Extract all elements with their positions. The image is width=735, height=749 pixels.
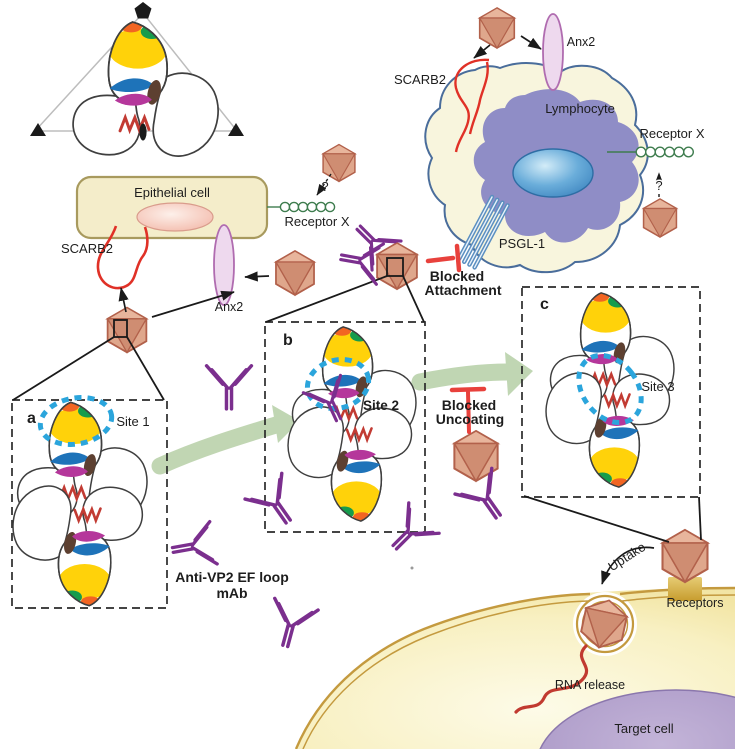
inhibition-attachment-icon [425,243,462,273]
capsid-cluster-a [13,400,147,609]
anx2-right-label: Anx2 [567,35,596,49]
stray-dot [410,566,414,570]
scarb2-receptor-right [454,58,490,153]
capsid-cluster-b [288,324,416,523]
receptor-x-right-label: Receptor X [639,126,704,141]
target-membrane-inner [302,600,589,749]
blocked-attachment-label: Attachment [424,282,501,298]
panel-c-box [521,286,701,498]
psgl1-label: PSGL-1 [499,236,545,251]
asymmetric-unit-schematic [30,2,244,156]
anti-vp2-mab-label: Anti-VP2 EF loop [175,569,289,585]
receptor-x-left-label: Receptor X [284,214,349,229]
epithelial-cell-nucleus [136,202,214,232]
antibody-icon [167,520,219,573]
threefold-axis-icon [228,123,244,136]
receptor-x-right-chain [607,146,695,158]
epithelial-cell-label: Epithelial cell [134,185,210,200]
lymphocyte-nucleus [512,148,594,198]
blocked-attachment-label: Blocked [430,268,484,284]
receptors-label: Receptors [667,596,724,610]
transition-arrow-a-to-b [151,405,300,475]
uptake-label: Uptake [605,539,648,574]
blocked-uncoating-label: Blocked [442,397,496,413]
epithelial-cell [75,175,269,240]
question-mark-left: ? [321,179,328,194]
anx2-receptor-right [542,13,564,91]
site-3-label: Site 3 [641,379,674,394]
panel-a-letter: a [27,410,36,427]
target-cell-nucleus [539,689,735,749]
antibody-icon [453,466,519,532]
antibody-icon [261,596,320,654]
site-3-ring [576,352,644,426]
question-mark-right: ? [655,178,662,193]
rna-release-label: RNA release [555,678,625,692]
threefold-axis-icon [30,123,46,136]
scarb2-receptor-left [96,225,149,290]
site-2-label: Site 2 [363,398,399,413]
callout-square-b [386,257,404,277]
virus-particle [642,198,678,238]
fivefold-axis-icon [134,2,152,19]
receptor-x-left-chain [267,201,336,213]
target-cell-label: Target cell [614,721,673,736]
transition-arrow-b-to-c [411,352,533,396]
lymphocyte-label: Lymphocyte [545,101,615,116]
callout-lines [12,275,702,543]
scarb2-left-label: SCARB2 [61,241,113,256]
anti-vp2-mab-label: mAb [216,585,247,601]
rna-strand [514,644,589,714]
green-arrowhead-icon [505,352,533,396]
pit-membrane-outer [575,594,635,654]
virus-particle [322,143,356,183]
target-membrane-outer [294,592,591,749]
uptake-arrow [601,546,655,585]
virus-particle-callout-b [376,242,418,290]
site-1-label: Site 1 [116,414,149,429]
anx2-left-label: Anx2 [215,300,244,314]
psgl1-receptor [456,194,510,270]
panel-c-letter: c [540,296,549,313]
scarb2-right-label: SCARB2 [394,72,446,87]
callout-square-a [113,319,128,338]
twofold-axis-icon [139,123,147,141]
blocked-uncoating-label: Uncoating [436,411,504,427]
pointer-arrows [118,35,655,585]
site-1-ring [37,395,115,447]
question-arrows [316,172,664,197]
receptor-pad [668,577,702,601]
anx2-receptor-left [213,224,235,306]
panel-b-box [264,321,426,533]
panel-b-letter: b [283,332,293,349]
green-arrowhead-icon [272,405,300,443]
inhibition-uncoating-icon [449,386,487,434]
site-2-ring [304,356,372,412]
antibody-icon [243,471,309,537]
antibody-icon [204,364,254,411]
virus-particle [275,250,315,296]
virus-particle [478,7,516,49]
